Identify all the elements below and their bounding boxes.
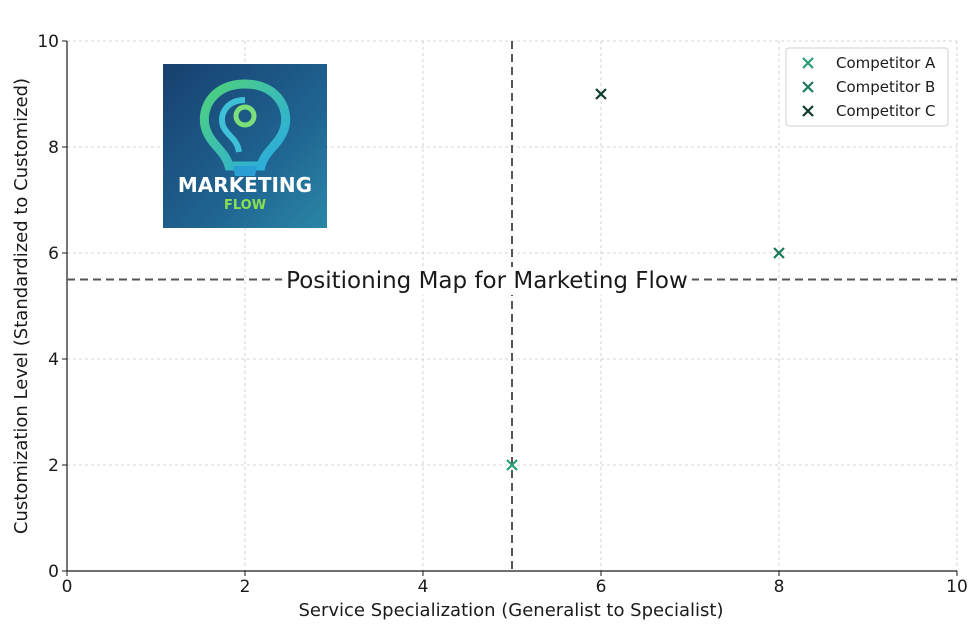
reference-lines	[67, 41, 957, 571]
y-tick-label: 10	[37, 32, 59, 52]
legend-marker	[802, 57, 814, 69]
legend-item: Competitor C	[802, 102, 936, 120]
legend-marker	[802, 105, 814, 117]
legend: Competitor A Competitor B Competitor C	[785, 47, 949, 127]
data-point-mark	[506, 459, 518, 471]
title-background	[282, 267, 692, 295]
legend-box	[785, 47, 949, 127]
chart-title: Positioning Map for Marketing Flow	[286, 268, 688, 294]
y-tick-label: 2	[48, 456, 59, 476]
y-axis-label: Customization Level (Standardized to Cus…	[11, 78, 32, 534]
logo-text-flow: FLOW	[224, 198, 266, 213]
legend-label: Competitor B	[836, 78, 935, 96]
axes: 0 2 4 6 8 10 0 2 4 6 8 10	[37, 32, 967, 597]
x-tick-label: 2	[240, 577, 251, 597]
legend-marker	[802, 81, 814, 93]
y-tick-label: 8	[48, 138, 59, 158]
logo-text-marketing: MARKETING	[178, 173, 312, 197]
legend-item: Competitor B	[802, 78, 935, 96]
x-tick-label: 0	[62, 577, 73, 597]
data-point-mark	[595, 88, 607, 100]
data-point	[773, 247, 785, 259]
data-point-mark	[773, 247, 785, 259]
x-tick-label: 6	[596, 577, 607, 597]
legend-item: Competitor A	[802, 54, 936, 72]
x-tick-label: 10	[946, 577, 968, 597]
legend-label: Competitor C	[836, 102, 936, 120]
data-point	[595, 88, 607, 100]
marketing-flow-logo: MARKETING FLOW	[163, 64, 327, 228]
data-point	[506, 459, 518, 471]
lightbulb-logo-icon	[199, 79, 291, 176]
y-tick-label: 0	[48, 562, 59, 582]
data-points	[506, 88, 785, 471]
y-tick-label: 4	[48, 350, 59, 370]
y-tick-label: 6	[48, 244, 59, 264]
x-tick-label: 8	[774, 577, 785, 597]
x-axis-label: Service Specialization (Generalist to Sp…	[298, 600, 723, 621]
legend-label: Competitor A	[836, 54, 936, 72]
x-tick-label: 4	[418, 577, 429, 597]
